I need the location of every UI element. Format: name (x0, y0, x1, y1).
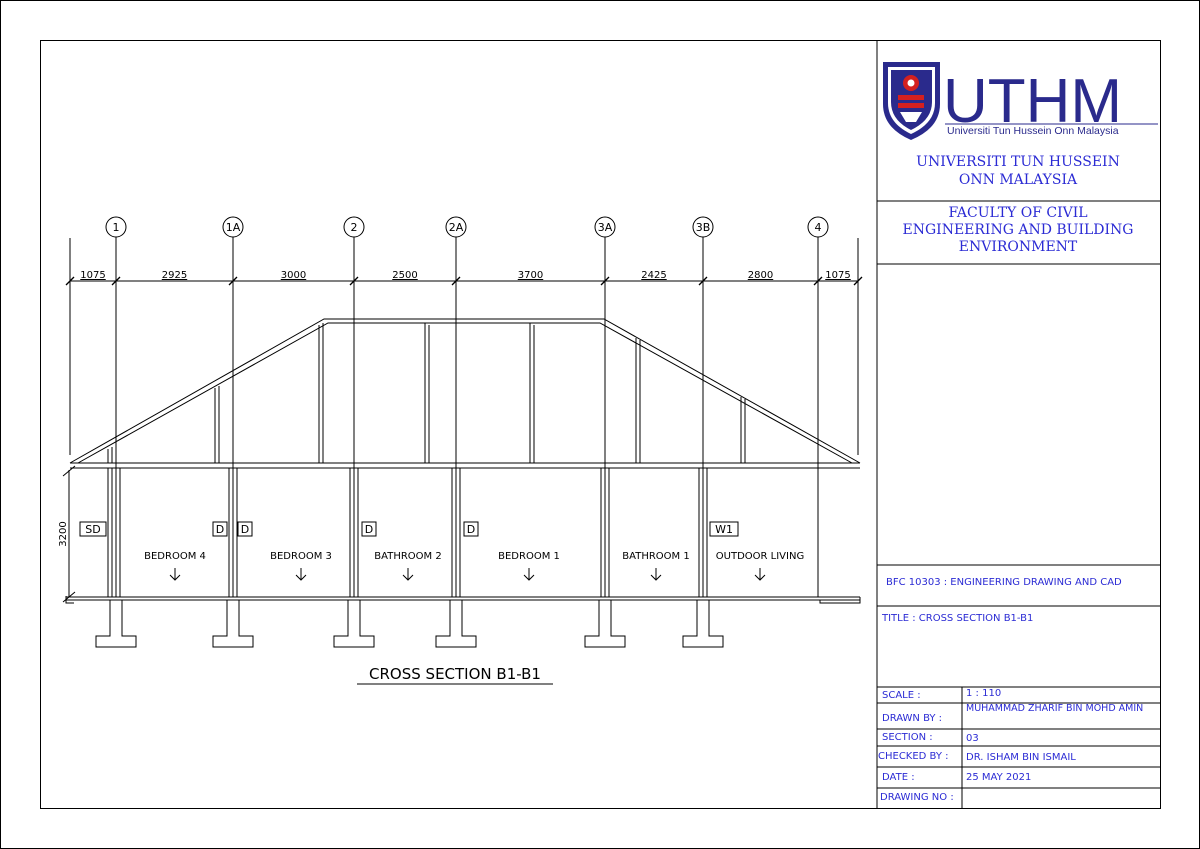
down-arrow-icon (523, 568, 535, 581)
dimension-tick (600, 276, 610, 286)
faculty-line-3: ENVIRONMENT (958, 239, 1078, 255)
scale-value: 1 : 110 (966, 688, 1002, 699)
dimension-tick (65, 276, 75, 286)
height-dim-text: 3200 (58, 521, 69, 546)
grid-label: 2 (351, 221, 358, 234)
dimension-text: 1075 (825, 270, 850, 281)
footing (584, 600, 626, 648)
drawing-no-label: DRAWING NO : (880, 792, 954, 803)
down-arrow-icon (402, 568, 414, 581)
room-name: BATHROOM 1 (622, 551, 689, 562)
dimension-text: 3000 (281, 270, 306, 281)
scale-label: SCALE : (882, 690, 921, 701)
opening-tag (237, 521, 253, 537)
faculty-line-1: FACULTY OF CIVIL (948, 205, 1088, 221)
grid-label: 3A (598, 221, 613, 234)
down-arrow-icon (754, 568, 766, 581)
grid-label: 3B (696, 221, 711, 234)
dimension-text: 2425 (641, 270, 666, 281)
height-dimension: 3200 (58, 465, 76, 603)
section-value: 03 (966, 733, 979, 744)
dimension-text: 2800 (748, 270, 773, 281)
checked-by-value: DR. ISHAM BIN ISMAIL (966, 752, 1076, 763)
dimension-tick (813, 276, 823, 286)
opening-tag (709, 521, 739, 537)
grid-label: 2A (449, 221, 464, 234)
drawn-by-label: DRAWN BY : (882, 713, 943, 724)
dimension-tick (853, 276, 863, 286)
drawing-frame (40, 40, 1161, 809)
faculty-name: FACULTY OF CIVIL ENGINEERING AND BUILDIN… (878, 205, 1158, 256)
university-name: UNIVERSITI TUN HUSSEIN ONN MALAYSIA (878, 153, 1158, 189)
drawing-caption: CROSS SECTION B1-B1 (369, 665, 541, 683)
dimension-tick (698, 276, 708, 286)
dimension-tick (111, 276, 121, 286)
dimension-text: 3700 (518, 270, 543, 281)
university-line-1: UNIVERSITI TUN HUSSEIN (916, 154, 1120, 170)
down-arrow-icon (295, 568, 307, 581)
opening-tag (79, 521, 107, 537)
room-name: OUTDOOR LIVING (716, 551, 804, 562)
dimension-tick (228, 276, 238, 286)
grid-lines: 1 1A 2 2A 3A 3B 4 (105, 216, 829, 597)
dimension-tick (349, 276, 359, 286)
structure (65, 318, 861, 648)
section-label: SECTION : (882, 732, 933, 743)
faculty-line-2: ENGINEERING AND BUILDING (902, 222, 1134, 238)
room-name: BEDROOM 4 (144, 551, 206, 562)
dimension-line: 1075 2925 3000 2500 3700 2425 2800 1075 (65, 238, 863, 455)
date-value: 25 MAY 2021 (966, 772, 1032, 783)
dimension-text: 1075 (80, 270, 105, 281)
drawing-title: TITLE : CROSS SECTION B1-B1 (882, 613, 1034, 624)
opening-tag (463, 521, 479, 537)
drawn-by-value: MUHAMMAD ZHARIF BIN MOHD AMIN (966, 703, 1144, 714)
footing (95, 600, 137, 648)
room-name: BATHROOM 2 (374, 551, 441, 562)
title-block-lines (877, 200, 1160, 808)
dimension-text: 2925 (162, 270, 187, 281)
date-label: DATE : (882, 772, 915, 783)
course-code: BFC 10303 : ENGINEERING DRAWING AND CAD (886, 577, 1122, 588)
footing (333, 600, 375, 648)
down-arrow-icon (650, 568, 662, 581)
opening-tag-text: D (467, 523, 475, 536)
grid-label: 4 (815, 221, 822, 234)
footing (682, 600, 724, 648)
dimension-text: 2500 (392, 270, 417, 281)
opening-tag (361, 521, 377, 537)
room-name: BEDROOM 1 (498, 551, 560, 562)
opening-tag-text: D (365, 523, 373, 536)
footing (435, 600, 477, 648)
grid-label: 1 (113, 221, 120, 234)
down-arrow-icon (169, 568, 181, 581)
opening-tag-text: D (216, 523, 224, 536)
university-line-2: ONN MALAYSIA (958, 172, 1078, 188)
logo-subtitle: Universiti Tun Hussein Onn Malaysia (947, 125, 1119, 137)
footing (212, 600, 254, 648)
opening-tag-text: D (241, 523, 249, 536)
opening-tag-text: W1 (715, 523, 733, 536)
opening-tag-text: SD (85, 523, 100, 536)
opening-tag (212, 521, 228, 537)
uthm-logo: UTHM Universiti Tun Hussein Onn Malaysia (883, 62, 1158, 140)
grid-label: 1A (226, 221, 241, 234)
room-name: BEDROOM 3 (270, 551, 332, 562)
checked-by-label: CHECKED BY : (878, 751, 949, 762)
dimension-tick (451, 276, 461, 286)
